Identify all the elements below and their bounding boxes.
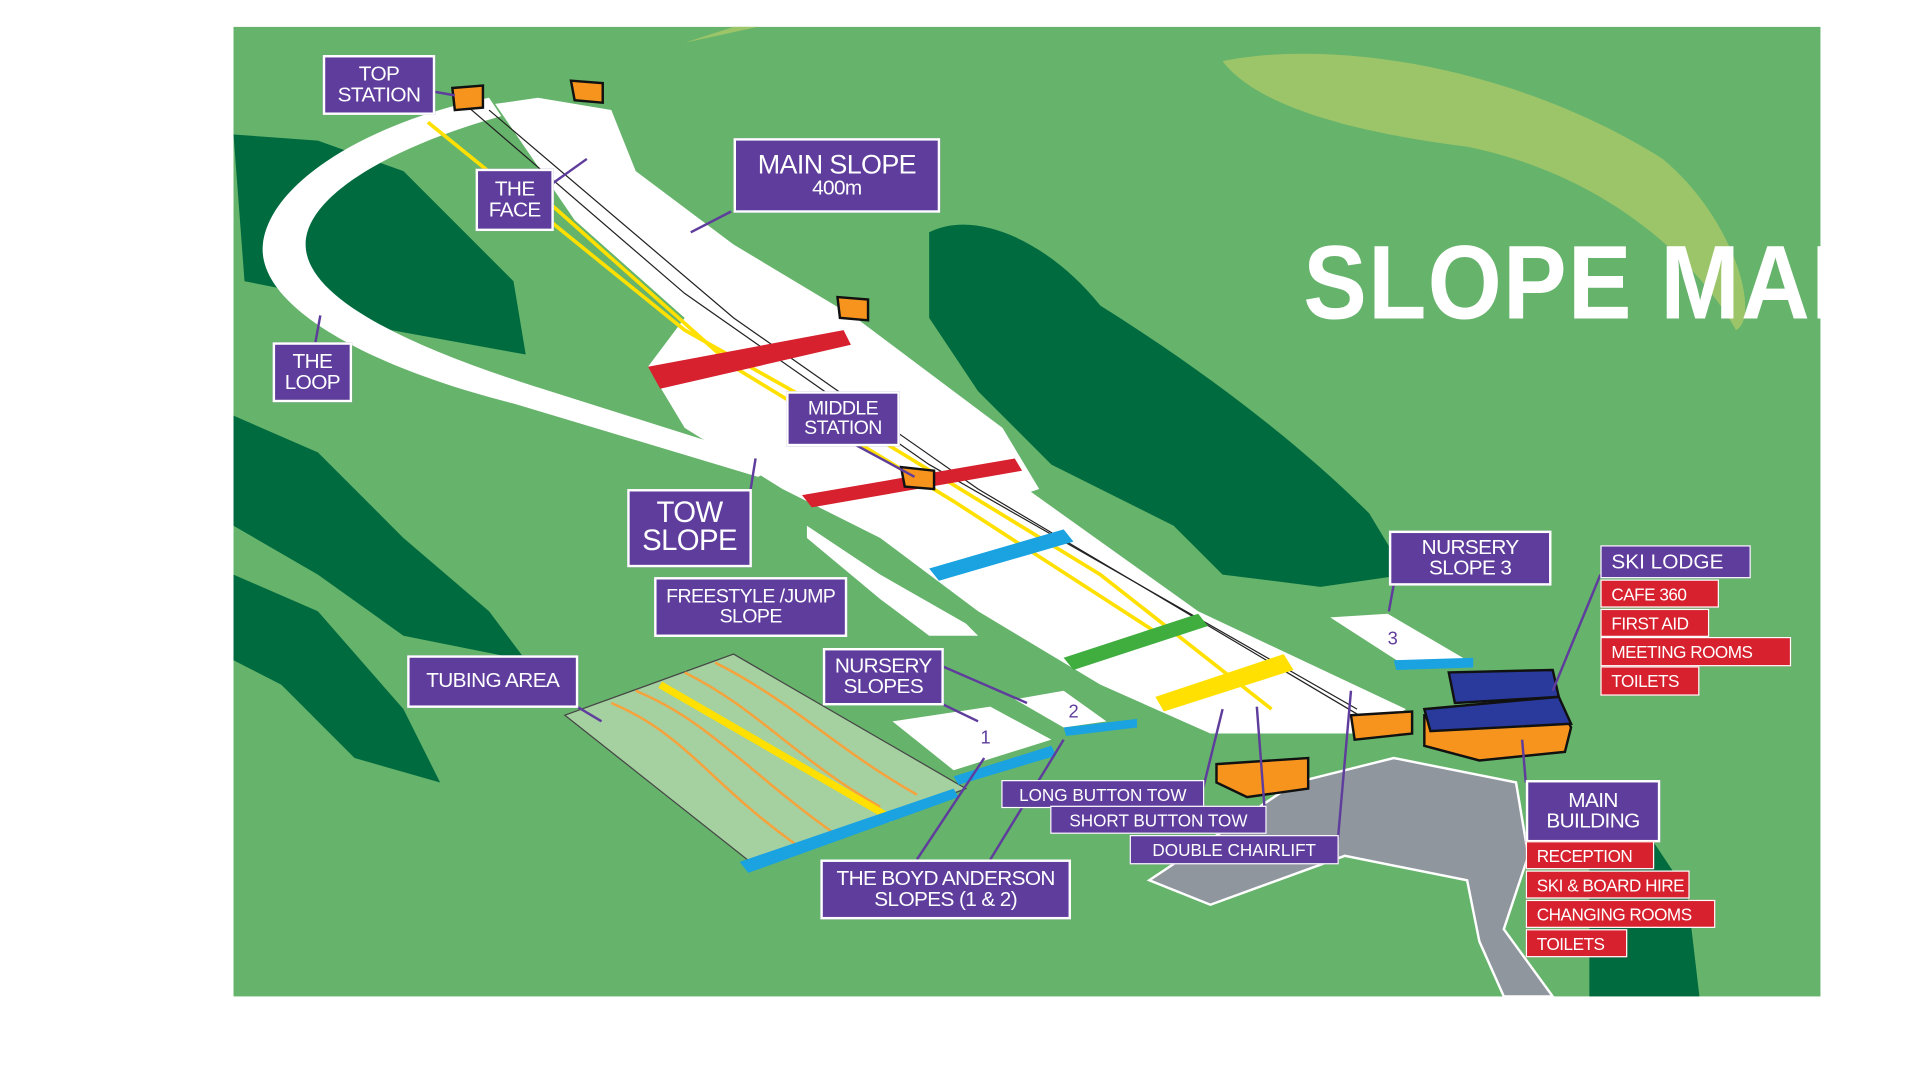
leader-lines xyxy=(314,90,1602,861)
label-line: THE xyxy=(494,177,535,201)
label-ski-lodge[interactable]: SKI LODGE xyxy=(1600,545,1751,579)
label-short-button-tow[interactable]: SHORT BUTTON TOW xyxy=(1050,805,1267,834)
facility-toilets-lodge[interactable]: TOILETS xyxy=(1600,666,1700,696)
label-double-chairlift[interactable]: DOUBLE CHAIRLIFT xyxy=(1129,835,1339,865)
label-line: BUILDING xyxy=(1546,808,1640,832)
label-tubing-area[interactable]: TUBING AREA xyxy=(407,655,579,708)
slope-number-1: 1 xyxy=(980,727,991,749)
label-line: STATION xyxy=(337,82,421,106)
facility-meeting-rooms[interactable]: MEETING ROOMS xyxy=(1600,636,1792,667)
buildings xyxy=(451,79,1573,799)
label-line: SLOPE 3 xyxy=(1428,555,1512,579)
label-line: FREESTYLE /JUMP xyxy=(666,587,836,609)
label-line: THE xyxy=(292,350,333,374)
label-long-button-tow[interactable]: LONG BUTTON TOW xyxy=(1001,780,1205,809)
label-line: SLOPE xyxy=(642,524,737,558)
map-title: SLOPE MAP xyxy=(1303,223,1876,342)
label-line: SLOPES xyxy=(843,674,924,698)
label-line: THE BOYD ANDERSON xyxy=(836,867,1056,891)
label-line: FACE xyxy=(488,197,541,221)
label-line: TOW xyxy=(656,496,723,530)
facility-toilets-main[interactable]: TOILETS xyxy=(1525,929,1628,958)
slope-number-3: 3 xyxy=(1387,628,1398,650)
facility-cafe-360[interactable]: CAFE 360 xyxy=(1600,579,1719,608)
light-hill xyxy=(1222,53,1746,331)
label-line: MAIN xyxy=(1568,789,1618,813)
label-line: LOOP xyxy=(284,369,341,394)
slope-number-2: 2 xyxy=(1068,701,1079,723)
label-line: SLOPE xyxy=(719,605,783,627)
label-line: TOP xyxy=(358,62,400,87)
facility-reception[interactable]: RECEPTION xyxy=(1525,841,1655,870)
facility-changing-rooms[interactable]: CHANGING ROOMS xyxy=(1525,899,1716,928)
tubing-area xyxy=(563,653,968,869)
facility-ski-board-hire[interactable]: SKI & BOARD HIRE xyxy=(1525,870,1690,899)
label-line: MAIN SLOPE xyxy=(757,149,917,180)
label-line: MIDDLE xyxy=(807,398,879,420)
label-line: NURSERY xyxy=(1421,535,1520,560)
label-line: STATION xyxy=(804,417,882,439)
label-line: NURSERY xyxy=(834,654,933,678)
label-line: 400m xyxy=(812,175,862,200)
facility-first-aid[interactable]: FIRST AID xyxy=(1600,608,1710,637)
label-line: SLOPES (1 & 2) xyxy=(874,886,1018,911)
